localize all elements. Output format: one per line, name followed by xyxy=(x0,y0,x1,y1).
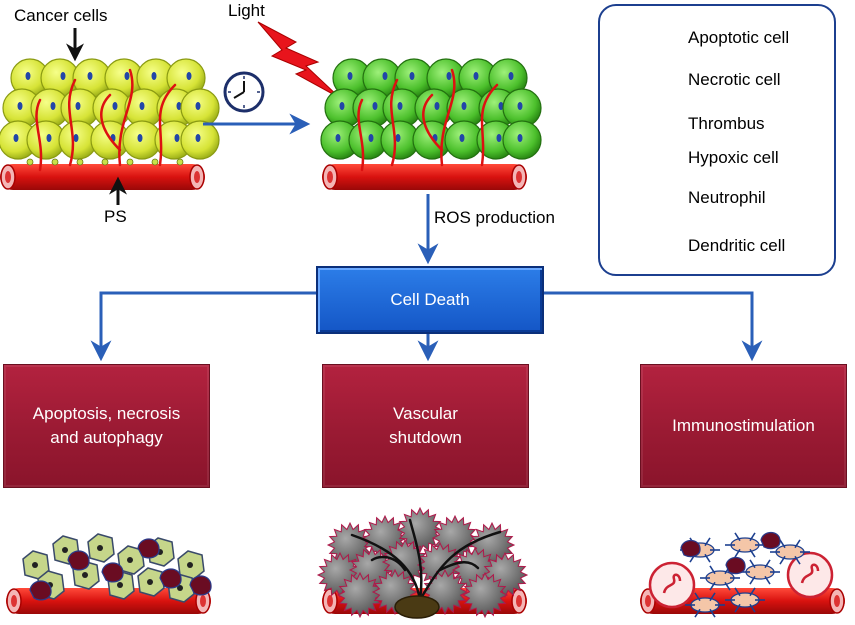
outcome-apoptosis-label: Apoptosis, necrosis and autophagy xyxy=(32,404,181,447)
branch-arrows xyxy=(90,291,763,362)
legend-neutrophil-label: Neutrophil xyxy=(688,188,766,207)
outcome-immuno-label: Immunostimulation xyxy=(672,416,815,435)
outcome-vascular-label: Vascular shutdown xyxy=(389,404,462,447)
untreated-tumor xyxy=(0,58,220,191)
cancer-cells-label: Cancer cells xyxy=(14,6,108,25)
outcome-immuno-box: Immunostimulation xyxy=(640,364,847,488)
outcome-vascular-box: Vascular shutdown xyxy=(322,364,529,488)
ps-label: PS xyxy=(104,207,127,226)
cell-death-label: Cell Death xyxy=(390,290,470,309)
hypoxic-cell xyxy=(396,506,444,554)
outcome-apoptosis-box: Apoptosis, necrosis and autophagy xyxy=(3,364,210,488)
apoptosis-illustration xyxy=(5,533,212,615)
vascular-shutdown-illustration xyxy=(316,506,529,619)
legend-dendritic-label: Dendritic cell xyxy=(688,236,786,255)
light-bolt-icon xyxy=(257,21,341,99)
light-label: Light xyxy=(228,1,265,20)
legend-necrotic-label: Necrotic cell xyxy=(688,70,781,89)
clock-icon xyxy=(223,71,265,113)
legend-apoptotic-label: Apoptotic cell xyxy=(688,28,790,47)
legend-thrombus-label: Thrombus xyxy=(688,114,765,133)
ros-production-label: ROS production xyxy=(434,208,555,227)
cell-death-box: Cell Death xyxy=(316,266,544,334)
hypoxic-cell xyxy=(461,571,509,619)
immunostimulation-illustration xyxy=(639,531,846,618)
legend-hypoxic-label: Hypoxic cell xyxy=(688,148,779,167)
treated-tumor xyxy=(320,58,542,191)
hypoxic-cell xyxy=(336,571,384,619)
legend-panel xyxy=(598,4,836,276)
